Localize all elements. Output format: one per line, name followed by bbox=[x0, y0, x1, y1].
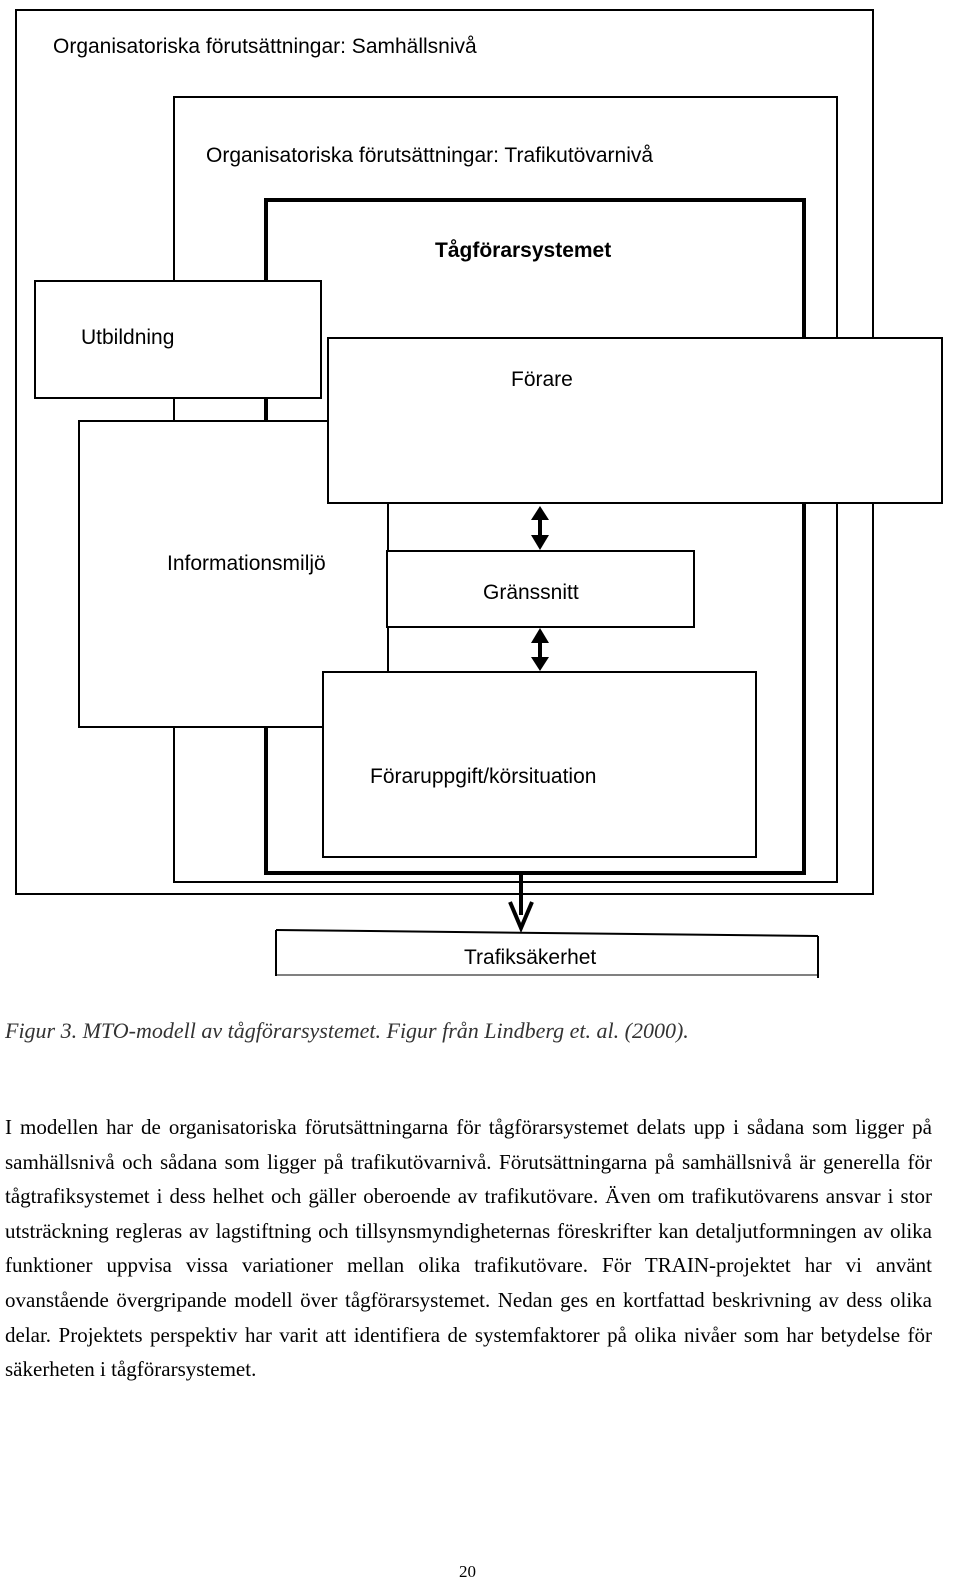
operator-level-label: Organisatoriska förutsättningar: Trafiku… bbox=[206, 144, 654, 167]
training-box bbox=[34, 280, 322, 399]
interface-label: Gränssnitt bbox=[483, 581, 579, 604]
figure-caption: Figur 3. MTO-modell av tågförarsystemet.… bbox=[5, 1018, 689, 1043]
mto-diagram-graphics bbox=[15, 9, 943, 978]
training-label: Utbildning bbox=[81, 326, 175, 349]
interface-box bbox=[386, 550, 695, 628]
driver-box bbox=[327, 337, 943, 504]
driver-system-label: Tågförarsystemet bbox=[435, 239, 612, 262]
interface-task-double-arrow bbox=[531, 628, 549, 671]
societal-level-label: Organisatoriska förutsättningar: Samhäll… bbox=[53, 35, 477, 58]
mto-model-diagram: Organisatoriska förutsättningar: Samhäll… bbox=[15, 9, 943, 978]
body-paragraph: I modellen har de organisatoriska föruts… bbox=[5, 1115, 932, 1382]
driver-interface-double-arrow bbox=[531, 506, 549, 550]
information-environment-label: Informationsmiljö bbox=[167, 552, 326, 575]
page-number: 20 bbox=[459, 1562, 476, 1581]
task-situation-label: Föraruppgift/körsituation bbox=[370, 765, 597, 788]
task-situation-box bbox=[322, 671, 757, 858]
driver-label: Förare bbox=[511, 368, 573, 391]
traffic-safety-box bbox=[275, 929, 819, 978]
system-to-safety-arrow bbox=[508, 873, 534, 934]
traffic-safety-label: Trafiksäkerhet bbox=[464, 946, 597, 969]
